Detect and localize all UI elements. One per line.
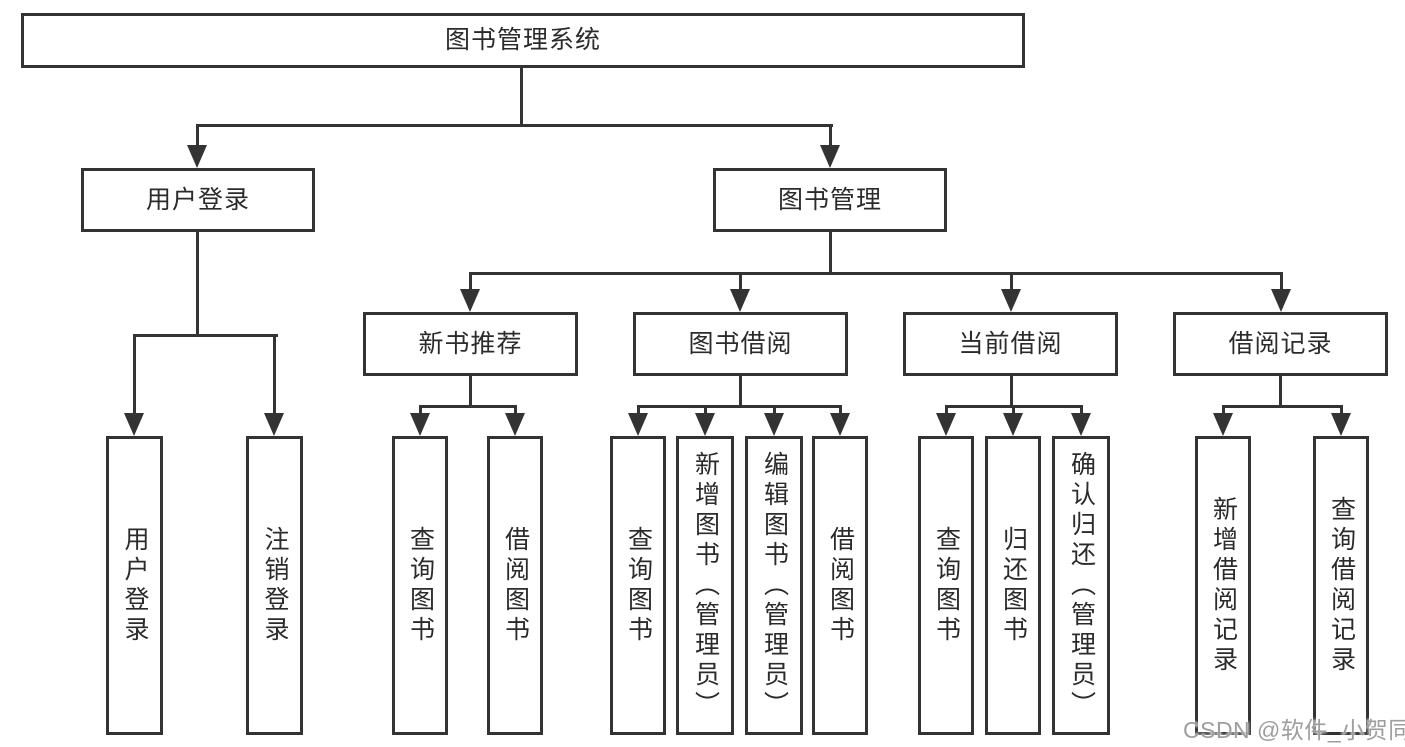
arrow-down-icon [936, 413, 956, 436]
connector-line [1012, 408, 1015, 416]
connector-stem [1279, 376, 1282, 407]
connector-branch [1222, 405, 1343, 408]
leaf-logout-login: 注销登录 [246, 436, 303, 735]
connector-level1-branch [196, 124, 833, 127]
leaf-query-books-3: 查询图书 [918, 436, 974, 735]
node-book-management: 图书管理 [713, 168, 947, 232]
watermark-text: CSDN @软件_小贺同学 [1183, 717, 1405, 743]
leaf-return-books: 归还图书 [985, 436, 1041, 735]
connector-line [773, 408, 776, 416]
connector-line [829, 127, 832, 147]
connector-stem [1010, 376, 1013, 407]
connector-line [469, 275, 472, 291]
arrow-down-icon [410, 413, 430, 436]
connector-line [704, 408, 707, 416]
leaf-query-books-1: 查询图书 [392, 436, 448, 735]
connector-line [273, 337, 276, 415]
arrow-down-icon [1001, 289, 1021, 312]
connector-line [1340, 408, 1343, 416]
node-user-login: 用户登录 [81, 168, 315, 232]
connector-branch [637, 405, 842, 408]
node-book-borrowing: 图书借阅 [633, 312, 848, 376]
leaf-borrow-books-2: 借阅图书 [812, 436, 868, 735]
leaf-user-login: 用户登录 [106, 436, 163, 735]
node-library-system: 图书管理系统 [21, 13, 1025, 68]
connector-line [945, 408, 948, 416]
connector-root-stem [520, 68, 523, 127]
connector-line [1080, 408, 1083, 416]
node-new-book-recommendation: 新书推荐 [363, 312, 578, 376]
leaf-confirm-return-admin: 确认归还（管理员） [1052, 436, 1110, 735]
connector-level3-branch [469, 272, 1283, 275]
arrow-down-icon [730, 289, 750, 312]
arrow-down-icon [264, 413, 284, 436]
arrow-down-icon [695, 413, 715, 436]
connector-management-stem [829, 232, 832, 275]
connector-login-branch [133, 334, 278, 337]
arrow-down-icon [460, 289, 480, 312]
leaf-borrow-books-1: 借阅图书 [487, 436, 543, 735]
connector-branch [419, 405, 517, 408]
connector-line [739, 275, 742, 291]
connector-line [1010, 275, 1013, 291]
leaf-add-books-admin: 新增图书（管理员） [676, 436, 734, 735]
arrow-down-icon [1331, 413, 1351, 436]
leaf-edit-books-admin: 编辑图书（管理员） [745, 436, 803, 735]
arrow-down-icon [505, 413, 525, 436]
connector-line [133, 337, 136, 415]
arrow-down-icon [764, 413, 784, 436]
leaf-query-borrow-record: 查询借阅记录 [1313, 436, 1369, 735]
arrow-down-icon [820, 145, 840, 168]
leaf-query-books-2: 查询图书 [610, 436, 666, 735]
connector-login-stem [196, 232, 199, 336]
connector-line [514, 408, 517, 416]
arrow-down-icon [187, 145, 207, 168]
node-borrowing-records: 借阅记录 [1173, 312, 1388, 376]
connector-stem [469, 376, 472, 407]
arrow-down-icon [1271, 289, 1291, 312]
connector-line [419, 408, 422, 416]
connector-stem [739, 376, 742, 407]
arrow-down-icon [1071, 413, 1091, 436]
connector-line [1280, 275, 1283, 291]
connector-branch [945, 405, 1083, 408]
arrow-down-icon [1003, 413, 1023, 436]
leaf-add-borrow-record: 新增借阅记录 [1195, 436, 1251, 735]
arrow-down-icon [628, 413, 648, 436]
arrow-down-icon [1213, 413, 1233, 436]
connector-line [1222, 408, 1225, 416]
connector-line [839, 408, 842, 416]
connector-line [196, 127, 199, 147]
node-current-borrowing: 当前借阅 [903, 312, 1118, 376]
connector-line [637, 408, 640, 416]
arrow-down-icon [830, 413, 850, 436]
arrow-down-icon [124, 413, 144, 436]
